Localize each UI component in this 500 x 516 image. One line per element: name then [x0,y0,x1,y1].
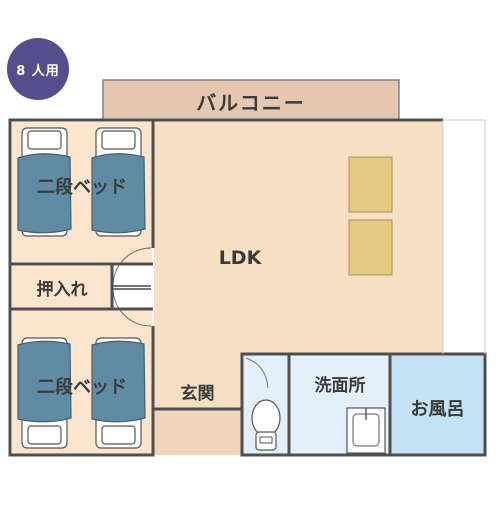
bed-top-left [17,127,72,237]
bed-top-right [91,127,146,237]
washroom-label: 洗面所 [314,375,366,396]
bath-floor [390,355,485,455]
toilet-fixture [245,357,281,451]
entrance-step [154,410,242,455]
door-swing-top [112,247,152,287]
balcony-label: バルコニー [196,90,306,115]
bunk-bed-top-label: 二段ベッド [37,177,127,198]
balcony-area [102,79,400,121]
sink-fixture [346,407,386,454]
closet-floor [12,266,112,308]
ldk-floor [154,120,443,355]
table-bottom [348,219,393,276]
capacity-badge: 8 人用 [7,38,69,100]
entrance-label: 玄関 [180,383,215,404]
bath-label: お風呂 [410,399,465,420]
door-swing-bottom [112,287,152,327]
bed-bottom-right [91,337,146,449]
bed-bottom-left [17,337,72,449]
bunk-bed-bottom-label: 二段ベッド [37,377,127,398]
closet-label: 押入れ [36,279,88,300]
table-top [348,156,393,213]
walls [8,118,487,457]
ldk-label: LDK [218,247,262,269]
